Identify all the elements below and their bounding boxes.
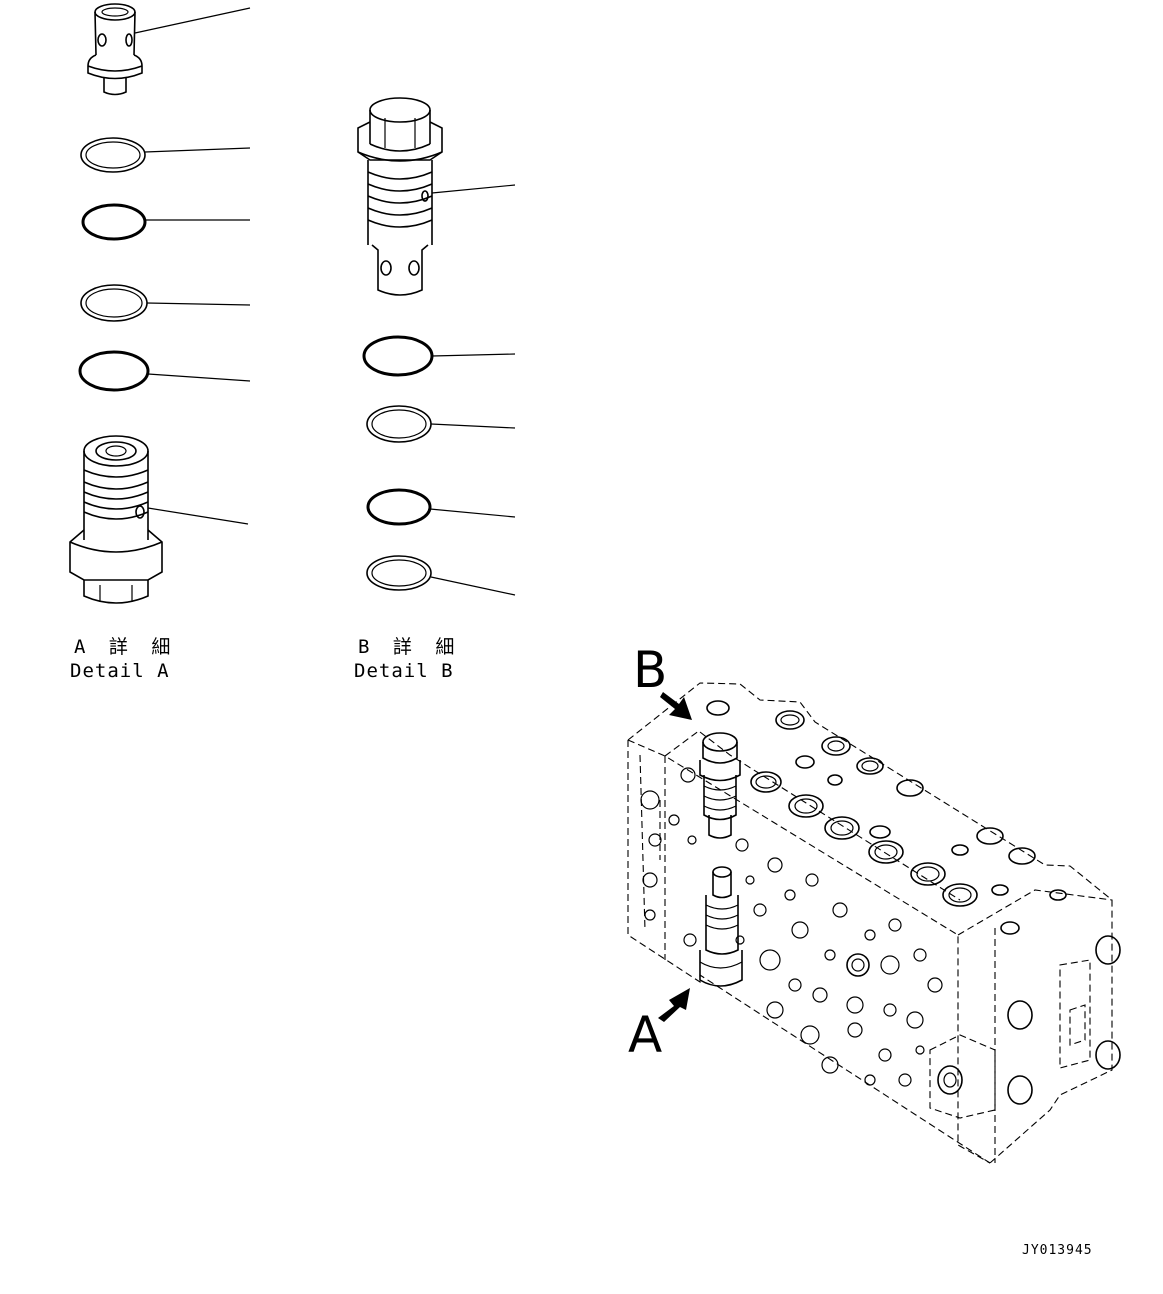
- relief-valve-part: [357, 97, 516, 296]
- view-marker-b: B: [633, 641, 668, 699]
- o-ring: [78, 350, 251, 392]
- o-ring: [362, 335, 516, 377]
- o-ring: [80, 137, 251, 173]
- drawing-code: JY013945: [1022, 1243, 1093, 1258]
- o-ring: [81, 203, 250, 241]
- arrow-b-icon: [660, 692, 692, 720]
- detail-b-parts: [357, 97, 516, 596]
- o-ring: [366, 555, 516, 596]
- detail-b-title-jp: B 詳 細: [358, 636, 461, 658]
- detail-b-title-en: Detail B: [354, 660, 454, 682]
- port-holes: [706, 700, 1067, 935]
- arrow-a-icon: [658, 988, 690, 1022]
- view-marker-a: A: [628, 1006, 663, 1064]
- o-ring: [366, 488, 516, 526]
- spool-part: [87, 3, 251, 96]
- control-valve-block: [627, 682, 1121, 1164]
- o-ring: [366, 405, 516, 443]
- end-plugs: [937, 935, 1121, 1105]
- detail-a-parts: [69, 3, 251, 604]
- detail-a-title-jp: A 詳 細: [74, 636, 177, 658]
- installed-valve-a: [699, 866, 743, 987]
- detail-a-title-en: Detail A: [70, 660, 170, 682]
- front-face-holes: [640, 767, 943, 1087]
- o-ring: [80, 284, 251, 322]
- installed-valve-b: [699, 732, 741, 839]
- relief-valve-part: [69, 435, 249, 604]
